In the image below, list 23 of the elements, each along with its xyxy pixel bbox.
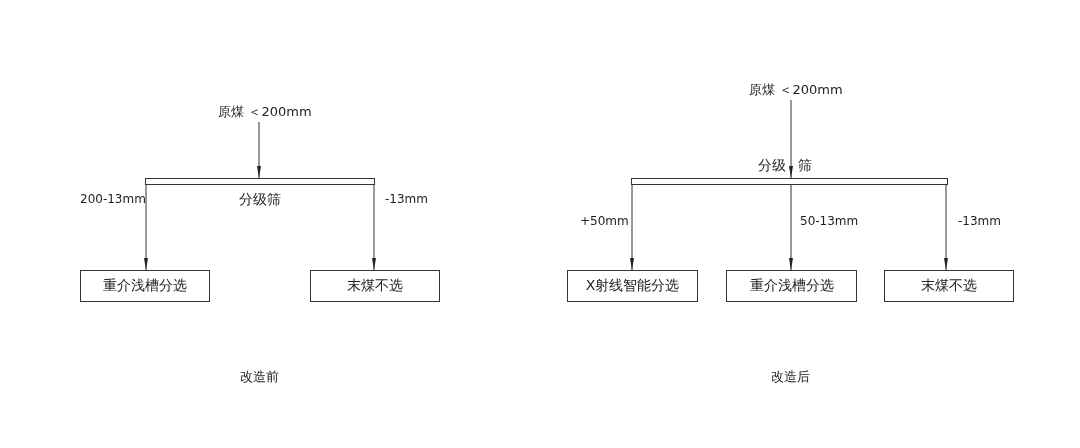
- process-box: 重介浅槽分选: [80, 270, 210, 302]
- arrow: [144, 184, 148, 271]
- arrow: [944, 184, 948, 271]
- arrow: [789, 184, 793, 271]
- arrow: [372, 184, 376, 271]
- screen-label: 分级筛: [239, 191, 281, 209]
- diagram-caption: 改造前: [239, 368, 279, 386]
- diagram-caption: 改造后: [770, 368, 810, 386]
- process-box: X射线智能分选: [567, 270, 698, 302]
- process-box: 重介浅槽分选: [726, 270, 857, 302]
- arrow: [257, 121, 261, 179]
- edge-label: -13mm: [958, 214, 1001, 228]
- process-box: 末煤不选: [310, 270, 440, 302]
- edge-label: 50-13mm: [800, 214, 859, 228]
- process-box: 末煤不选: [884, 270, 1014, 302]
- arrow: [630, 184, 634, 271]
- input-label: 原煤 ＜200mm: [746, 80, 846, 100]
- edge-label: 200-13mm: [80, 192, 146, 206]
- input-label: 原煤 ＜200mm: [215, 102, 315, 122]
- edge-label: +50mm: [580, 214, 629, 228]
- arrow: [789, 99, 793, 179]
- screen-label: 分级 筛: [758, 157, 813, 175]
- edge-label: -13mm: [385, 192, 428, 206]
